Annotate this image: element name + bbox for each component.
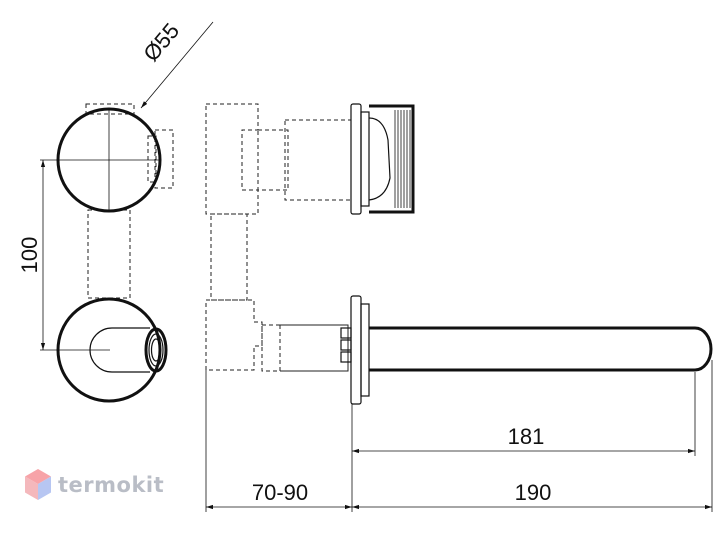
handle-plate-step (360, 111, 370, 207)
hidden-connector-upper (257, 129, 289, 191)
hidden-pipe-vertical (87, 209, 131, 299)
hidden-connector-lower (261, 324, 349, 372)
hexagon-cube-icon (25, 469, 51, 500)
spout-pipe (369, 326, 713, 372)
spout-plate (350, 295, 362, 405)
brand-name: termokit (58, 473, 165, 497)
brand-watermark: termokit (24, 468, 164, 502)
handle-body (369, 104, 415, 214)
handle-curve (368, 117, 391, 201)
hidden-body-riser (210, 213, 248, 301)
aerator-outer (144, 327, 168, 373)
dim-wall-label: 70-90 (252, 480, 308, 505)
dim-spout-label: 181 (508, 424, 545, 449)
hidden-connector-lower-inner (279, 324, 349, 372)
hidden-fitting-top (85, 103, 135, 115)
hidden-fitting-side-inner (147, 135, 157, 183)
hidden-cartridge (284, 119, 352, 201)
side-view: 181 190 70-90 (205, 103, 713, 512)
hidden-body-upper (205, 103, 259, 215)
dim-spacing-label: 100 (17, 237, 42, 274)
dim-diameter-label: Ø55 (138, 18, 184, 66)
handle-knurl (394, 110, 411, 208)
dim-total-label: 190 (515, 480, 552, 505)
hidden-body-lower (205, 299, 263, 371)
spout-thread (340, 327, 352, 363)
hidden-fitting-side (154, 129, 174, 189)
handle-plate (350, 103, 362, 215)
spout-plate-step (360, 303, 370, 397)
aerator-inner (148, 333, 164, 367)
aerator-core (150, 338, 162, 362)
diameter-leader (140, 21, 214, 109)
front-view: 100 Ø55 (17, 18, 214, 403)
